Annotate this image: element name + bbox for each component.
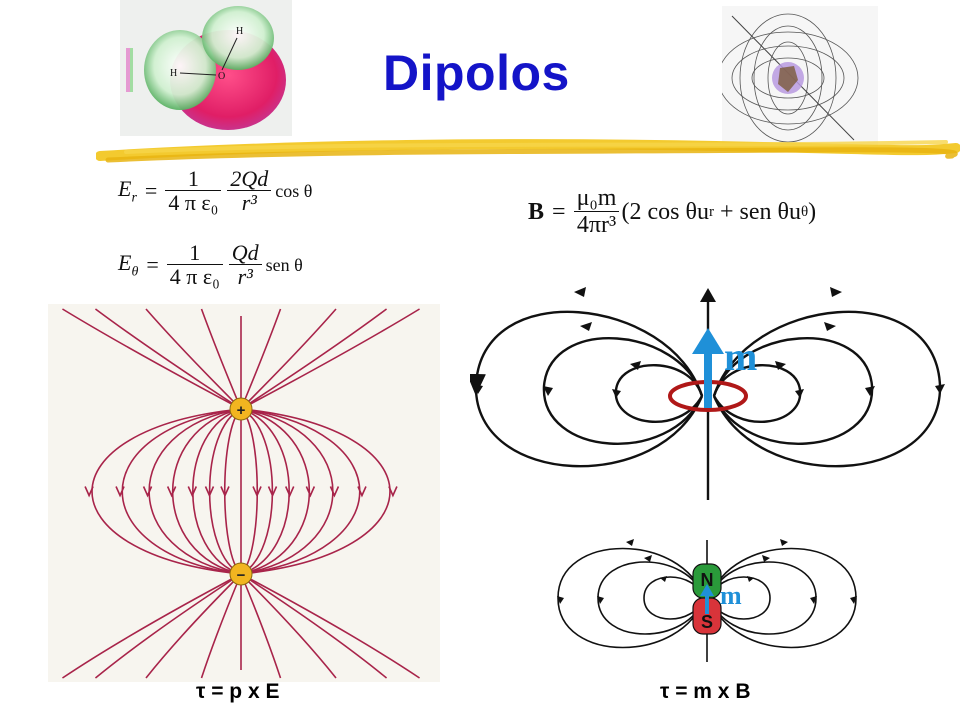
negative-charge-label: − [237,567,246,584]
field-line [240,573,388,679]
er-sub: r [131,190,137,206]
field-line [240,408,290,575]
loop-moment-label: m [724,334,757,379]
field-line [145,573,242,679]
positive-charge-label: + [237,402,246,419]
field-line [240,573,282,679]
north-label: N [701,570,714,590]
field-line [208,408,242,575]
b-sub-t: θ [800,203,809,220]
electric-dipole-field-diagram: + − [48,304,440,682]
field-line [240,408,259,575]
field-arrow-icon [84,486,94,498]
moment-arrow-icon [692,328,724,354]
er-num2: 2Qd [230,165,269,191]
b-num: μ₀m [573,185,620,213]
ep-sub: θ [131,264,139,280]
field-line [240,573,337,679]
magnetic-torque-caption: τ = m x B [660,680,751,703]
field-arrow-icon [220,486,230,498]
earth-magnetic-field-image [722,6,878,146]
field-line [62,308,242,410]
positive-charge-icon [229,397,253,421]
ep-den2: r³ [237,263,253,289]
field-arrow-icon [142,486,153,498]
er-lhs: E [118,175,132,201]
field-line [240,408,274,575]
field-arrow-icon [305,486,316,498]
b-rhs: (2 cos θu [621,198,709,225]
field-line [240,308,337,410]
electric-torque-caption: τ = p x E [196,680,280,703]
field-arrow-icon [284,486,295,498]
er-trig: cos θ [275,180,313,201]
slide-title: Dipolos [383,45,570,101]
field-line [94,573,242,679]
atom-h-left-label: H [170,68,177,79]
magnet-moment-label: m [720,581,742,610]
field-line [94,308,242,410]
field-line [200,308,242,410]
field-line [240,308,420,410]
b-lhs: B [528,198,545,225]
field-line [240,573,420,679]
field-arrow-icon [166,486,177,498]
field-line [91,408,242,575]
atom-h-top-label: H [236,26,243,37]
field-arrow-icon [252,486,262,498]
ep-trig: sen θ [265,254,303,275]
field-line [200,573,242,679]
field-arrow-icon [204,486,215,498]
field-arrow-icon [357,486,367,498]
axis-arrowhead-icon [700,288,716,302]
south-label: S [701,612,713,632]
field-arrow-icon [267,486,278,498]
field-line [223,408,242,575]
ep-lhs: E [118,249,132,275]
field-line [240,408,391,575]
b-den: 4πr³ [576,212,617,239]
b-plus: + sen θu [713,198,801,225]
bar-magnet-field-diagram: N S m [557,539,857,662]
magnet-moment-arrow-icon [700,584,714,596]
ep-num1: 1 [166,241,223,265]
er-den1: 4 π ε₀ [168,189,219,215]
ep-den1: 4 π ε₀ [169,263,220,289]
current-loop-field-diagram: m [470,287,945,500]
field-arrow-icon [115,486,125,498]
water-molecule-image: H H O [120,0,292,136]
field-line [145,308,242,410]
field-line [192,408,242,575]
er-num1: 1 [165,167,222,191]
atom-o-label: O [218,71,225,82]
b-sub-r: r [708,203,714,220]
b-close: ) [808,198,817,225]
field-arrow-icon [329,486,340,498]
ep-num2: Qd [231,239,259,265]
field-line [62,573,242,679]
highlight-stroke [96,139,960,163]
field-line [240,308,388,410]
negative-charge-icon [229,562,253,586]
field-line [240,308,282,410]
er-den2: r³ [241,189,257,215]
field-arrow-icon [388,486,398,498]
field-arrow-icon [187,486,198,498]
